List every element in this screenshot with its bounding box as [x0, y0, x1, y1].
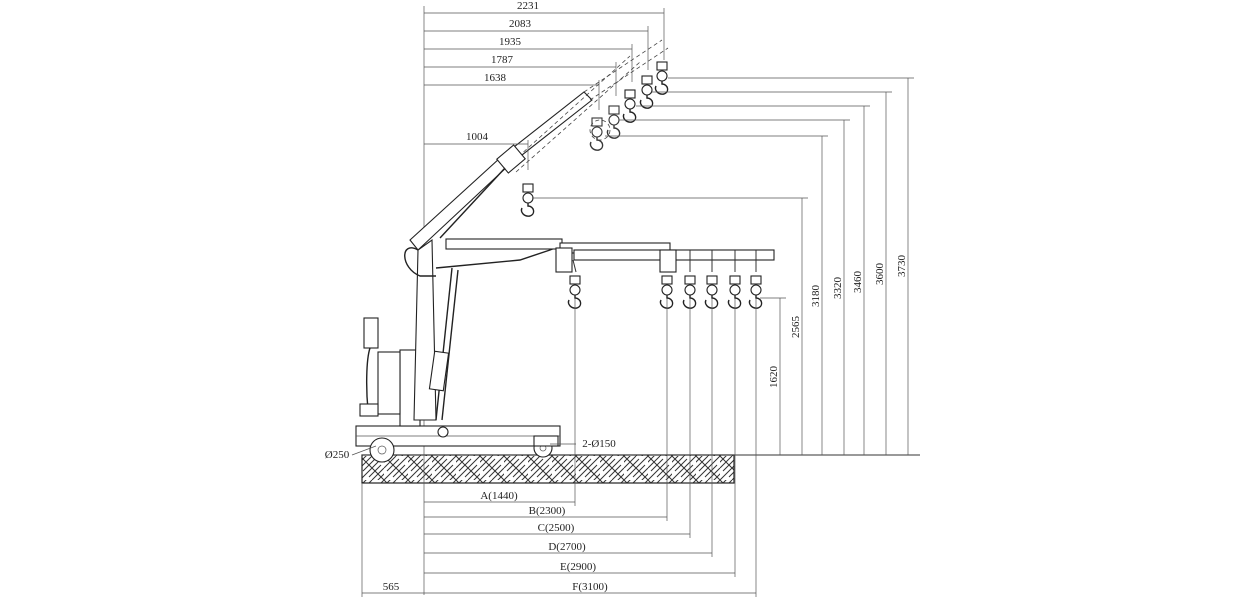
top-dimension-lines	[424, 8, 665, 170]
dim-height-2: 2565	[790, 316, 802, 339]
dim-height-4: 3320	[832, 277, 844, 300]
dim-top-6: 1004	[466, 131, 489, 143]
crane-base	[355, 317, 561, 463]
dim-height-7: 3730	[896, 255, 908, 278]
dim-height-5: 3460	[852, 271, 864, 294]
rear-wheel-leader	[351, 445, 377, 456]
height-dimension-lines	[532, 77, 914, 455]
raised-boom	[409, 39, 669, 251]
dim-top-4: 1787	[491, 54, 514, 66]
front-wheel-label: 2-Ø150	[582, 438, 616, 450]
dim-top-2: 2083	[509, 18, 532, 30]
dim-reach-b: B(2300)	[529, 505, 566, 517]
dim-top-5: 1638	[484, 72, 507, 84]
dim-height-3: 3180	[810, 285, 822, 308]
dim-reach-e: E(2900)	[560, 561, 596, 573]
dim-reach-d: D(2700)	[548, 541, 586, 553]
dim-top-1: 2231	[517, 0, 539, 12]
horizontal-boom	[445, 238, 775, 309]
dim-reach-a: A(1440)	[480, 490, 518, 502]
floor-hatching	[361, 454, 735, 484]
dim-height-1: 1620	[768, 366, 780, 389]
rear-wheel-label: Ø250	[325, 449, 350, 461]
reach-dimension-lines	[361, 298, 757, 597]
dim-top-3: 1935	[499, 36, 522, 48]
dim-offset: 565	[383, 581, 400, 593]
dim-reach-c: C(2500)	[538, 522, 575, 534]
dim-reach-f: F(3100)	[572, 581, 608, 593]
crane-mast	[404, 238, 561, 421]
dim-height-6: 3600	[874, 263, 886, 286]
